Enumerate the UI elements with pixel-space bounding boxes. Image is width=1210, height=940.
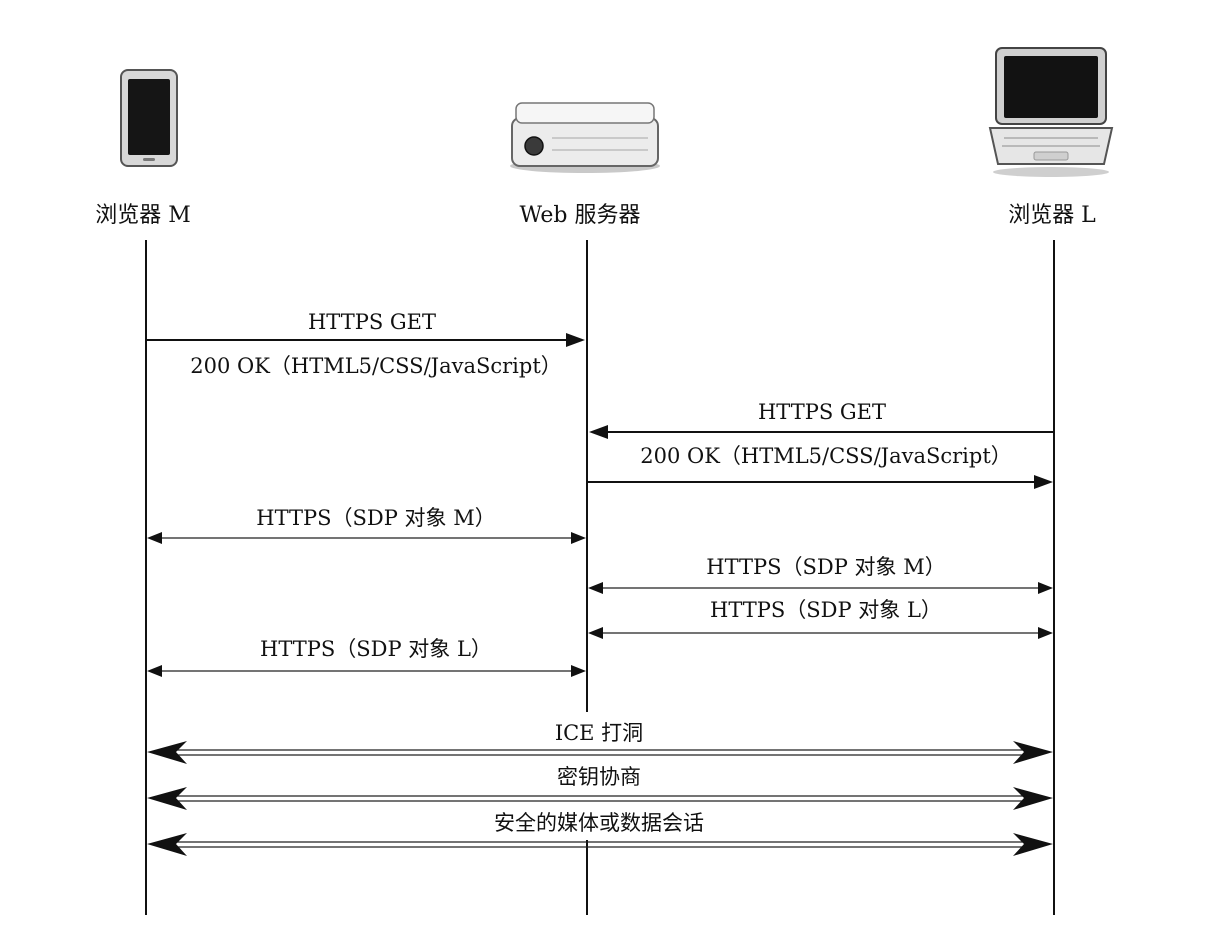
arrowhead-right	[1013, 833, 1053, 856]
arrowhead-right	[1034, 475, 1053, 489]
arrowhead-right	[1013, 787, 1053, 810]
arrowhead-left	[588, 582, 603, 594]
message-label: 安全的媒体或数据会话	[494, 811, 704, 835]
message-label: HTTPS（SDP 对象 M）	[256, 506, 495, 530]
message-label: HTTPS（SDP 对象 M）	[706, 555, 945, 579]
message-200-ok-m: 200 OK（HTML5/CSS/JavaScript）	[190, 354, 562, 378]
message-label: HTTPS GET	[308, 310, 436, 334]
arrowhead-left	[147, 665, 162, 677]
message-label: HTTPS GET	[758, 400, 886, 424]
message-label: HTTPS（SDP 对象 L）	[710, 598, 942, 622]
arrowhead-left	[147, 741, 187, 764]
message-sdp-m-left: HTTPS（SDP 对象 M）	[147, 506, 586, 544]
arrowhead-right	[1038, 582, 1053, 594]
message-sdp-l-right: HTTPS（SDP 对象 L）	[588, 598, 1053, 639]
message-https-get-l: HTTPS GET	[589, 400, 1054, 439]
message-secure-session: 安全的媒体或数据会话	[147, 811, 1053, 856]
arrowhead-right	[1013, 741, 1053, 764]
message-label: 200 OK（HTML5/CSS/JavaScript）	[640, 444, 1012, 468]
message-ice-hole-punching: ICE 打洞	[147, 721, 1053, 764]
message-label: ICE 打洞	[555, 721, 643, 745]
laptop-icon	[988, 47, 1114, 177]
message-label: HTTPS（SDP 对象 L）	[260, 637, 492, 661]
message-sdp-l-left: HTTPS（SDP 对象 L）	[147, 637, 586, 677]
message-label: 200 OK（HTML5/CSS/JavaScript）	[190, 354, 562, 378]
arrowhead-right	[571, 532, 586, 544]
server-icon	[510, 102, 660, 173]
message-label: 密钥协商	[557, 765, 641, 789]
arrowhead-left	[147, 787, 187, 810]
message-https-get-m: HTTPS GET	[146, 310, 585, 347]
tablet-icon	[120, 69, 178, 167]
message-sdp-m-right: HTTPS（SDP 对象 M）	[588, 555, 1053, 594]
arrowhead-left	[147, 532, 162, 544]
arrowhead-left	[588, 627, 603, 639]
arrowhead-right	[571, 665, 586, 677]
participant-label-browser-m: 浏览器 M	[95, 203, 191, 228]
arrowhead-right	[1038, 627, 1053, 639]
message-key-negotiation: 密钥协商	[147, 765, 1053, 810]
message-200-ok-l: 200 OK（HTML5/CSS/JavaScript）	[587, 444, 1053, 489]
participant-label-web-server: Web 服务器	[520, 203, 641, 228]
arrowhead-right	[566, 333, 585, 347]
arrowhead-left	[589, 425, 608, 439]
arrowhead-left	[147, 833, 187, 856]
participant-label-browser-l: 浏览器 L	[1008, 203, 1096, 228]
